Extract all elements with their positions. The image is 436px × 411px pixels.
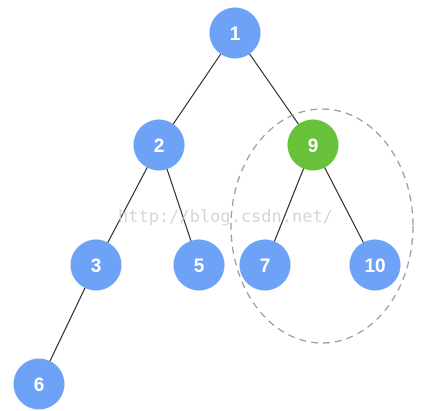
node-circle: [349, 239, 401, 291]
tree-node[interactable]: 10: [349, 239, 401, 291]
node-circle: [287, 119, 339, 171]
tree-node[interactable]: 5: [173, 239, 225, 291]
node-circle: [239, 239, 291, 291]
node-label: 7: [260, 256, 271, 277]
node-label: 3: [91, 256, 102, 277]
node-circle: [70, 239, 122, 291]
nodes: 1 2 9 3 5 7 10 6: [13, 7, 401, 410]
node-circle: [13, 358, 65, 410]
node-label: 2: [154, 136, 165, 157]
node-label: 6: [34, 375, 45, 396]
tree-node[interactable]: 1: [209, 7, 261, 59]
node-label: 5: [194, 256, 205, 277]
node-circle: [173, 239, 225, 291]
node-label: 10: [364, 256, 385, 277]
subtree-outline: [230, 108, 414, 344]
tree-node[interactable]: 7: [239, 239, 291, 291]
tree-node[interactable]: 2: [133, 119, 185, 171]
node-circle: [133, 119, 185, 171]
tree-node[interactable]: 6: [13, 358, 65, 410]
node-label: 1: [230, 24, 241, 45]
node-label: 9: [308, 136, 319, 157]
tree-node[interactable]: 3: [70, 239, 122, 291]
watermark: http://blog.csdn.net/: [118, 207, 333, 227]
tree-node-highlighted[interactable]: 9: [287, 119, 339, 171]
node-circle: [209, 7, 261, 59]
